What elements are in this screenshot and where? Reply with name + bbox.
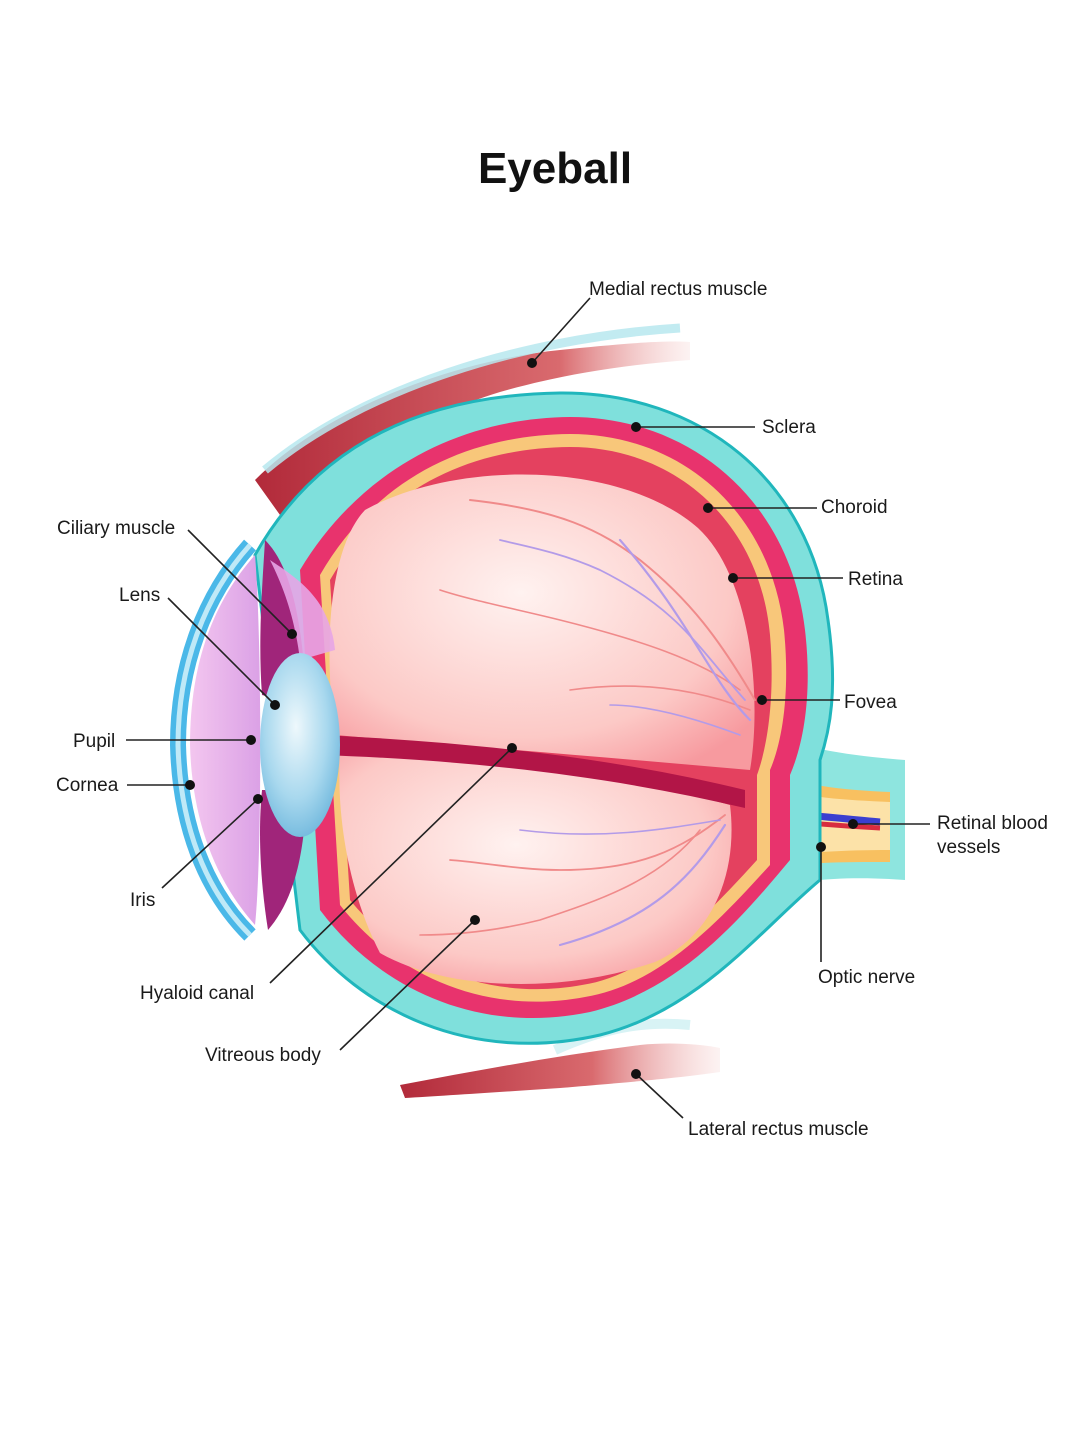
- leaders: [126, 297, 930, 1119]
- diagram-title: Eyeball: [478, 144, 632, 193]
- label-ciliary-muscle: Ciliary muscle: [57, 518, 175, 539]
- label-optic-nerve: Optic nerve: [818, 967, 915, 988]
- label-sclera: Sclera: [762, 417, 816, 438]
- label-lens: Lens: [119, 585, 160, 606]
- retinal-vessels-lower: [419, 814, 727, 947]
- label-retina: Retina: [848, 569, 903, 590]
- vitreous-body-upper: [329, 474, 755, 770]
- hyaloid-canal: [320, 735, 745, 808]
- vitreous-body-lower: [339, 752, 732, 985]
- label-lateral-rectus-muscle: Lateral rectus muscle: [688, 1119, 869, 1140]
- lens: [260, 653, 340, 837]
- label-vitreous-body: Vitreous body: [205, 1045, 321, 1066]
- label-cornea: Cornea: [56, 775, 119, 796]
- label-pupil: Pupil: [73, 731, 115, 752]
- ciliary-body: [270, 560, 335, 660]
- retinal-vessels-upper: [439, 499, 756, 736]
- label-hyaloid-canal: Hyaloid canal: [140, 983, 254, 1004]
- label-iris: Iris: [130, 890, 155, 911]
- label-choroid: Choroid: [821, 497, 888, 518]
- label-retinal-blood-vessels-line1: Retinal blood: [937, 813, 1048, 834]
- label-fovea: Fovea: [844, 692, 897, 713]
- label-retinal-blood-vessels-line2: vessels: [937, 837, 1000, 858]
- label-medial-rectus-muscle: Medial rectus muscle: [589, 279, 767, 300]
